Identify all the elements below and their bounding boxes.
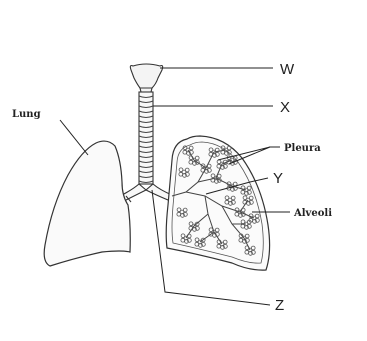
label-pleura: Pleura <box>284 143 321 154</box>
left-lung <box>44 141 130 266</box>
label-x: X <box>280 99 290 116</box>
label-lung: Lung <box>12 109 41 120</box>
label-w: W <box>280 61 295 78</box>
label-y: Y <box>273 170 283 187</box>
larynx <box>130 64 162 92</box>
right-lung <box>166 136 269 270</box>
trachea <box>139 92 153 184</box>
bronchi <box>120 184 172 205</box>
label-z: Z <box>275 297 284 314</box>
label-alveoli: Alveoli <box>293 208 332 219</box>
leader-lung <box>60 120 88 155</box>
